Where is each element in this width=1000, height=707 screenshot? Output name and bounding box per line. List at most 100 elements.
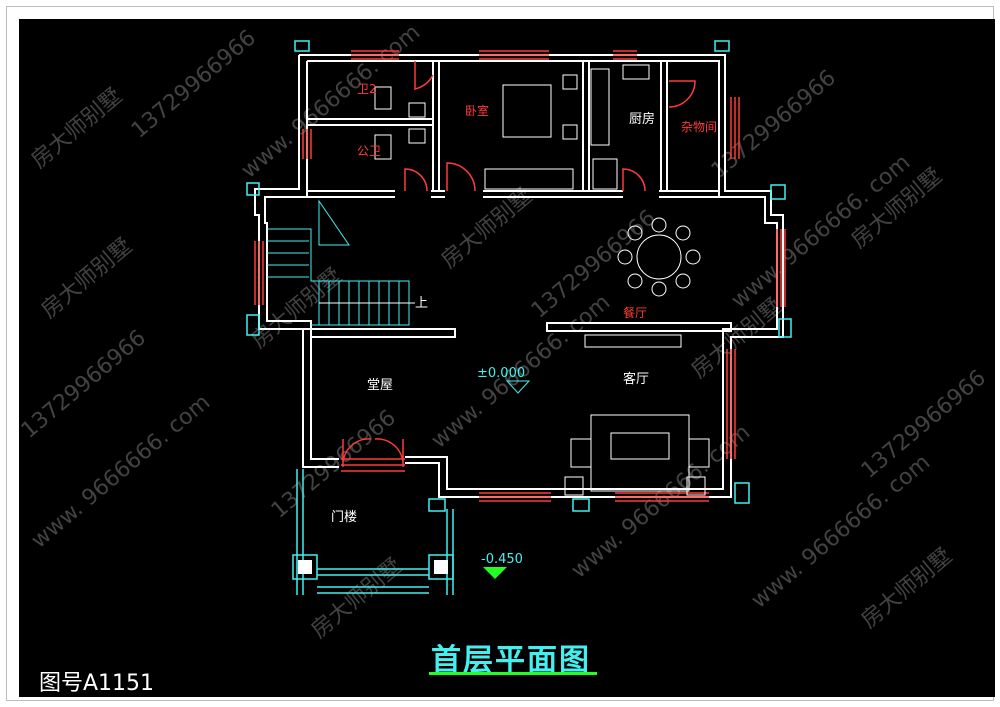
room-label-living: 客厅 <box>623 371 649 387</box>
column-top-right <box>714 40 730 52</box>
side-table-right <box>686 476 706 496</box>
basin-1 <box>408 102 426 118</box>
room-label-storage: 杂物间 <box>681 120 717 134</box>
column-bottom-right <box>734 482 750 504</box>
columns <box>246 40 792 595</box>
wall-outer-left <box>254 55 339 468</box>
window-bottom-right <box>615 492 709 502</box>
level-floor-triangle <box>505 380 531 394</box>
wall-outer-right-inner <box>609 269 778 490</box>
basin-2 <box>408 128 426 144</box>
window-bottom-left <box>479 492 551 502</box>
dining-chair <box>685 249 701 265</box>
doors <box>342 61 696 468</box>
column-top-left <box>294 40 310 52</box>
level-floor-label: ±0.000 <box>477 366 525 381</box>
window-top-kitchen <box>613 50 637 60</box>
column-left-2 <box>246 314 260 336</box>
window-left-bath <box>302 129 312 159</box>
dining-chair <box>651 217 667 233</box>
porch-column-left <box>292 554 318 580</box>
room-label-porch: 门楼 <box>331 510 357 525</box>
watermark-phone: 13729966966 <box>127 25 261 143</box>
wall-dining-divider <box>546 322 732 332</box>
window-top-middle <box>479 50 549 60</box>
room-labels: 卫2 公卫 卧室 厨房 杂物间 餐厅 堂屋 客厅 门楼 上 <box>331 82 717 525</box>
watermark-site: www. 9666666. com <box>237 20 425 184</box>
dining-chair <box>651 281 667 297</box>
room-label-bathroom-2: 卫2 <box>357 82 377 96</box>
door-storage <box>668 80 696 108</box>
furniture <box>374 64 710 496</box>
window-front-entry <box>341 458 405 472</box>
door-bedroom <box>446 162 476 192</box>
side-table-left <box>564 476 584 496</box>
window-right-living <box>726 349 736 459</box>
bed <box>502 84 552 138</box>
window-right-dining <box>776 229 786 307</box>
stair-up-label: 上 <box>415 296 428 311</box>
window-right-storage <box>730 97 740 159</box>
level-porch-triangle <box>483 567 507 579</box>
porch-column-core-right <box>434 560 448 574</box>
watermark-phone: 13729966966 <box>707 65 841 183</box>
room-label-bedroom: 卧室 <box>465 103 489 118</box>
kitchen-counter <box>590 68 610 146</box>
coffee-table <box>610 432 670 460</box>
room-label-dining: 餐厅 <box>623 305 647 320</box>
stair-outline <box>267 228 410 326</box>
title-underline <box>429 672 597 675</box>
wall-outer-top-inner <box>307 60 778 269</box>
floor-plan: 房大师别墅 13729966966 www. 9666666. com 房大师别… <box>19 20 991 644</box>
column-bottom-left <box>428 498 446 512</box>
porch-column-cores <box>298 560 448 574</box>
tv-cabinet <box>584 334 682 348</box>
fridge <box>592 158 618 190</box>
watermark-layer: 房大师别墅 13729966966 www. 9666666. com 房大师别… <box>19 20 991 644</box>
porch-column-core-left <box>298 560 312 574</box>
wall-bath-divider <box>307 118 433 126</box>
dining-chair <box>617 249 633 265</box>
level-porch-label: -0.450 <box>481 552 523 567</box>
dining-chair <box>627 225 643 241</box>
drawing-number: 图号A1151 <box>39 671 155 696</box>
wardrobe <box>484 168 574 190</box>
column-left-1 <box>246 182 260 196</box>
door-main-right <box>374 438 404 468</box>
toilet-2 <box>374 134 392 160</box>
windows <box>254 50 786 502</box>
level-markers: ±0.000 -0.450 <box>477 366 531 579</box>
cad-canvas: 房大师别墅 13729966966 www. 9666666. com 房大师别… <box>19 19 995 697</box>
door-kitchen <box>622 168 646 192</box>
dining-chair <box>675 273 691 289</box>
door-bath2 <box>414 61 434 90</box>
drawing-frame: 房大师别墅 13729966966 www. 9666666. com 房大师别… <box>6 6 995 701</box>
wall-outer-bottom-inner <box>405 456 609 490</box>
nightstand-left <box>562 74 578 90</box>
kitchen-sink <box>622 64 650 80</box>
watermark-phone: 13729966966 <box>19 325 151 443</box>
wall-outer-bottom <box>405 462 609 498</box>
armchair-right <box>688 438 710 468</box>
wall-stair-divider <box>303 328 456 338</box>
watermark-brand: 房大师别墅 <box>307 554 407 644</box>
wall-outer-left-inner <box>264 61 339 460</box>
toilet-1 <box>374 86 392 110</box>
dining-chair <box>627 273 643 289</box>
door-public-bath <box>404 168 428 192</box>
room-label-public-bath: 公卫 <box>357 144 381 158</box>
watermark-brand: 房大师别墅 <box>27 84 127 174</box>
porch-rail <box>296 469 454 595</box>
armchair-left <box>570 438 592 468</box>
stair-flight-upper <box>318 199 350 246</box>
room-label-hall: 堂屋 <box>367 378 393 393</box>
nightstand-right <box>562 124 578 140</box>
window-top-left <box>351 50 399 60</box>
room-label-kitchen: 厨房 <box>629 111 655 127</box>
column-bottom-mid <box>572 498 590 512</box>
dining-chair <box>675 225 691 241</box>
watermark-brand: 房大师别墅 <box>857 544 957 634</box>
window-left-hall <box>254 241 264 305</box>
door-main-left <box>342 438 372 468</box>
dining-table <box>636 234 682 280</box>
